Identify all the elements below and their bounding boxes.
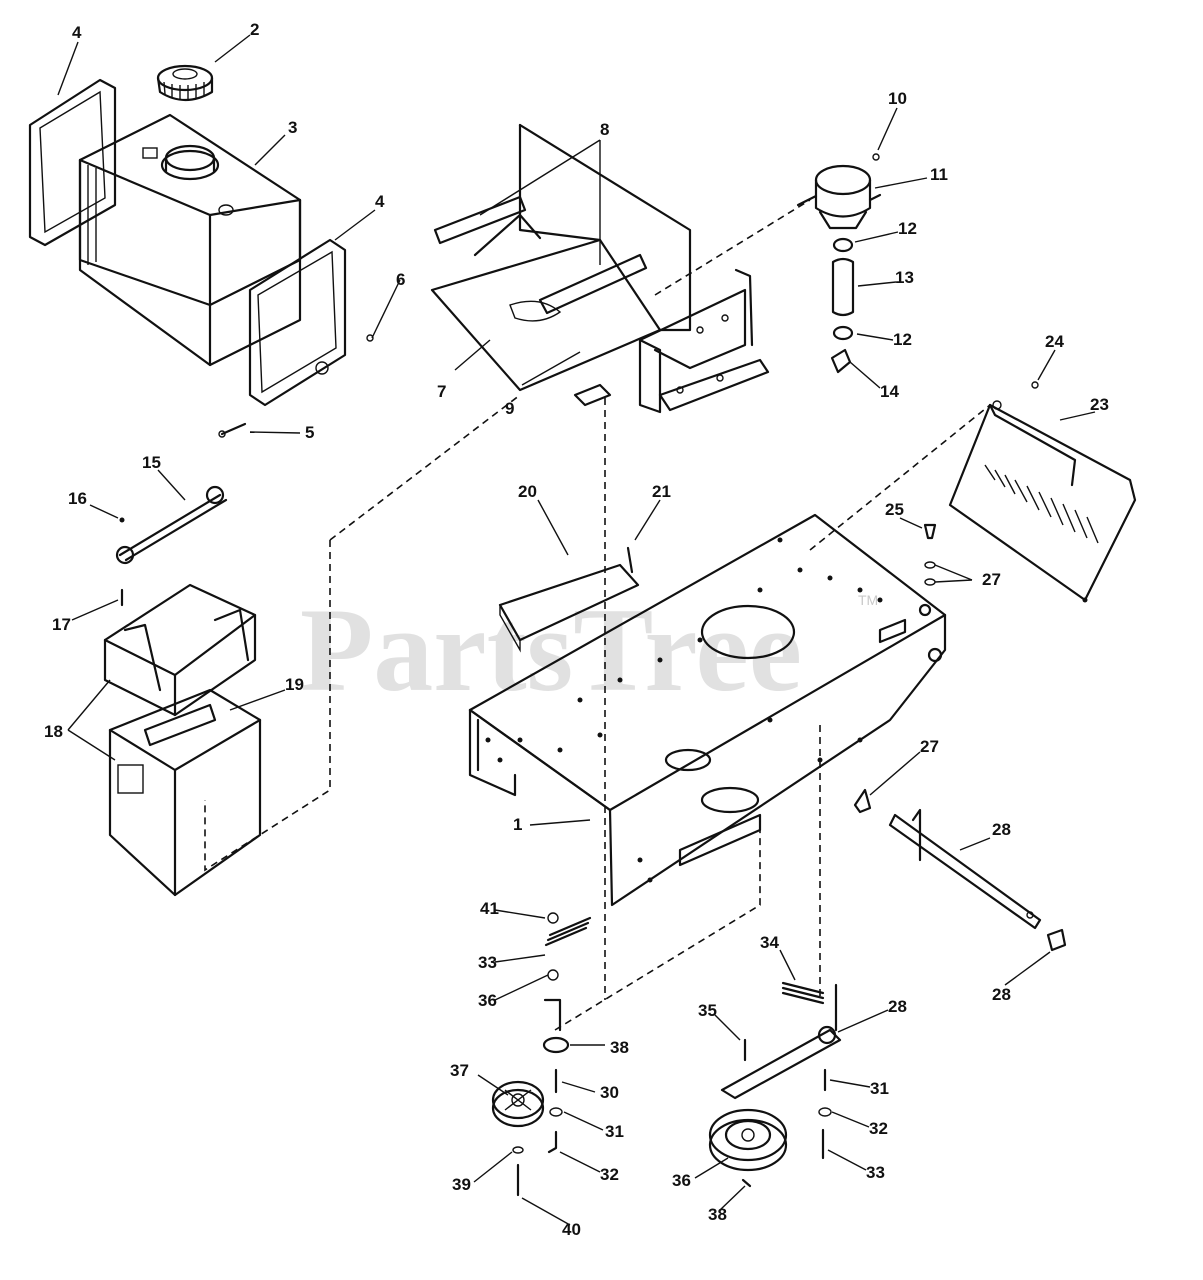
callout-6: 6 [396, 270, 405, 289]
battery-cover [103, 583, 257, 717]
callout-4b: 4 [375, 192, 385, 211]
pin-32-left [547, 1130, 558, 1154]
washer-39 [512, 1146, 524, 1154]
assembly-lines [204, 199, 991, 1031]
callout-22: 23 [1090, 395, 1109, 414]
callout-14: 14 [880, 382, 899, 401]
callout-38: 38 [708, 1205, 727, 1224]
washer-31-right [818, 1107, 832, 1117]
callout-37: 38 [610, 1038, 629, 1057]
nut-41 [547, 912, 559, 924]
callout-5: 5 [305, 423, 314, 442]
washer-38 [741, 1178, 752, 1188]
battery-straps [433, 195, 648, 315]
fuel-hose-13 [831, 257, 855, 317]
callout-32b: 33 [866, 1163, 885, 1182]
battery [108, 688, 262, 897]
callout-27b: 28 [992, 985, 1011, 1004]
idler-arm [720, 983, 842, 1100]
callout-2: 2 [250, 20, 259, 39]
fitting-14 [830, 348, 852, 374]
washer-36-upper [547, 969, 559, 981]
callout-16: 16 [68, 489, 87, 508]
callout-36b: 37 [450, 1061, 469, 1080]
callout-32a: 32 [600, 1165, 619, 1184]
callout-15: 15 [142, 453, 161, 472]
screw-5 [218, 422, 247, 438]
callout-33b: 34 [760, 933, 779, 952]
bolt-27-lower [1046, 928, 1067, 952]
grille-panel [948, 400, 1137, 603]
screw-23 [1031, 381, 1039, 389]
callout-9: 9 [505, 399, 514, 418]
callout-13: 13 [895, 268, 914, 287]
callout-30a: 30 [600, 1083, 619, 1102]
callout-19: 19 [285, 675, 304, 694]
spring-33-left [544, 916, 592, 947]
callout-18: 18 [44, 722, 63, 741]
clamp-10 [872, 153, 880, 161]
callout-17: 17 [52, 615, 71, 634]
fuel-cap [156, 64, 214, 102]
leader-lines [57, 34, 1096, 1226]
washer-25b [924, 578, 936, 586]
callout-20: 20 [518, 482, 537, 501]
washer-31-left [549, 1107, 563, 1117]
hose-clamp-12b [832, 325, 854, 341]
callout-8: 8 [600, 120, 609, 139]
callout-31a: 31 [605, 1122, 624, 1141]
callout-11: 11 [930, 165, 948, 184]
plate-20 [498, 563, 640, 653]
callout-3: 3 [288, 118, 297, 137]
callout-31b: 32 [869, 1119, 888, 1138]
pulley-35 [708, 1108, 788, 1172]
callout-7: 7 [437, 382, 446, 401]
callout-34: 35 [698, 1001, 717, 1020]
callout-12b: 12 [893, 330, 912, 349]
tank-strap-right [248, 238, 347, 407]
callout-21: 21 [652, 482, 671, 501]
nut-16 [119, 517, 125, 523]
callout-12a: 12 [898, 219, 917, 238]
callout-39: 39 [452, 1175, 471, 1194]
fuel-filter [796, 164, 882, 230]
callout-28a: 28 [992, 820, 1011, 839]
nut-6 [366, 334, 374, 342]
battery-bracket [430, 123, 770, 414]
callout-41: 41 [480, 899, 499, 918]
fuel-tank [78, 113, 302, 367]
callout-23: 24 [1045, 332, 1064, 351]
tank-strap-left [28, 78, 117, 247]
hose-clamp-12a [832, 237, 854, 253]
pulley-36 [491, 1080, 545, 1128]
clip-9 [573, 383, 612, 407]
screw-21 [626, 546, 634, 574]
callout-1: 1 [513, 815, 522, 834]
callout-24: 25 [885, 500, 904, 519]
callout-36a: 36 [478, 991, 497, 1010]
spring-33-right [781, 981, 825, 1005]
bolt-27-upper [853, 788, 872, 814]
bracket-37 [543, 998, 562, 1032]
callout-4a: 4 [72, 23, 82, 42]
callout-30b: 31 [870, 1079, 889, 1098]
washer-25a [924, 561, 936, 569]
callout-40: 40 [562, 1220, 581, 1239]
spacer-37 [542, 1036, 570, 1054]
callout-10: 10 [888, 89, 907, 108]
bracket-28 [888, 808, 1042, 930]
callout-labels: 4 2 3 4 6 5 7 8 9 10 11 12 13 12 14 24 2… [44, 20, 1109, 1239]
hold-down-rod [115, 485, 228, 565]
bolt-24 [923, 523, 937, 540]
main-frame [468, 513, 947, 907]
callout-25: 27 [982, 570, 1001, 589]
watermark-text: PartsTree [300, 583, 802, 716]
callout-27a: 27 [920, 737, 939, 756]
watermark-trademark: TM [858, 592, 878, 608]
callout-28b: 28 [888, 997, 907, 1016]
callout-33a: 33 [478, 953, 497, 972]
callout-35: 36 [672, 1171, 691, 1190]
